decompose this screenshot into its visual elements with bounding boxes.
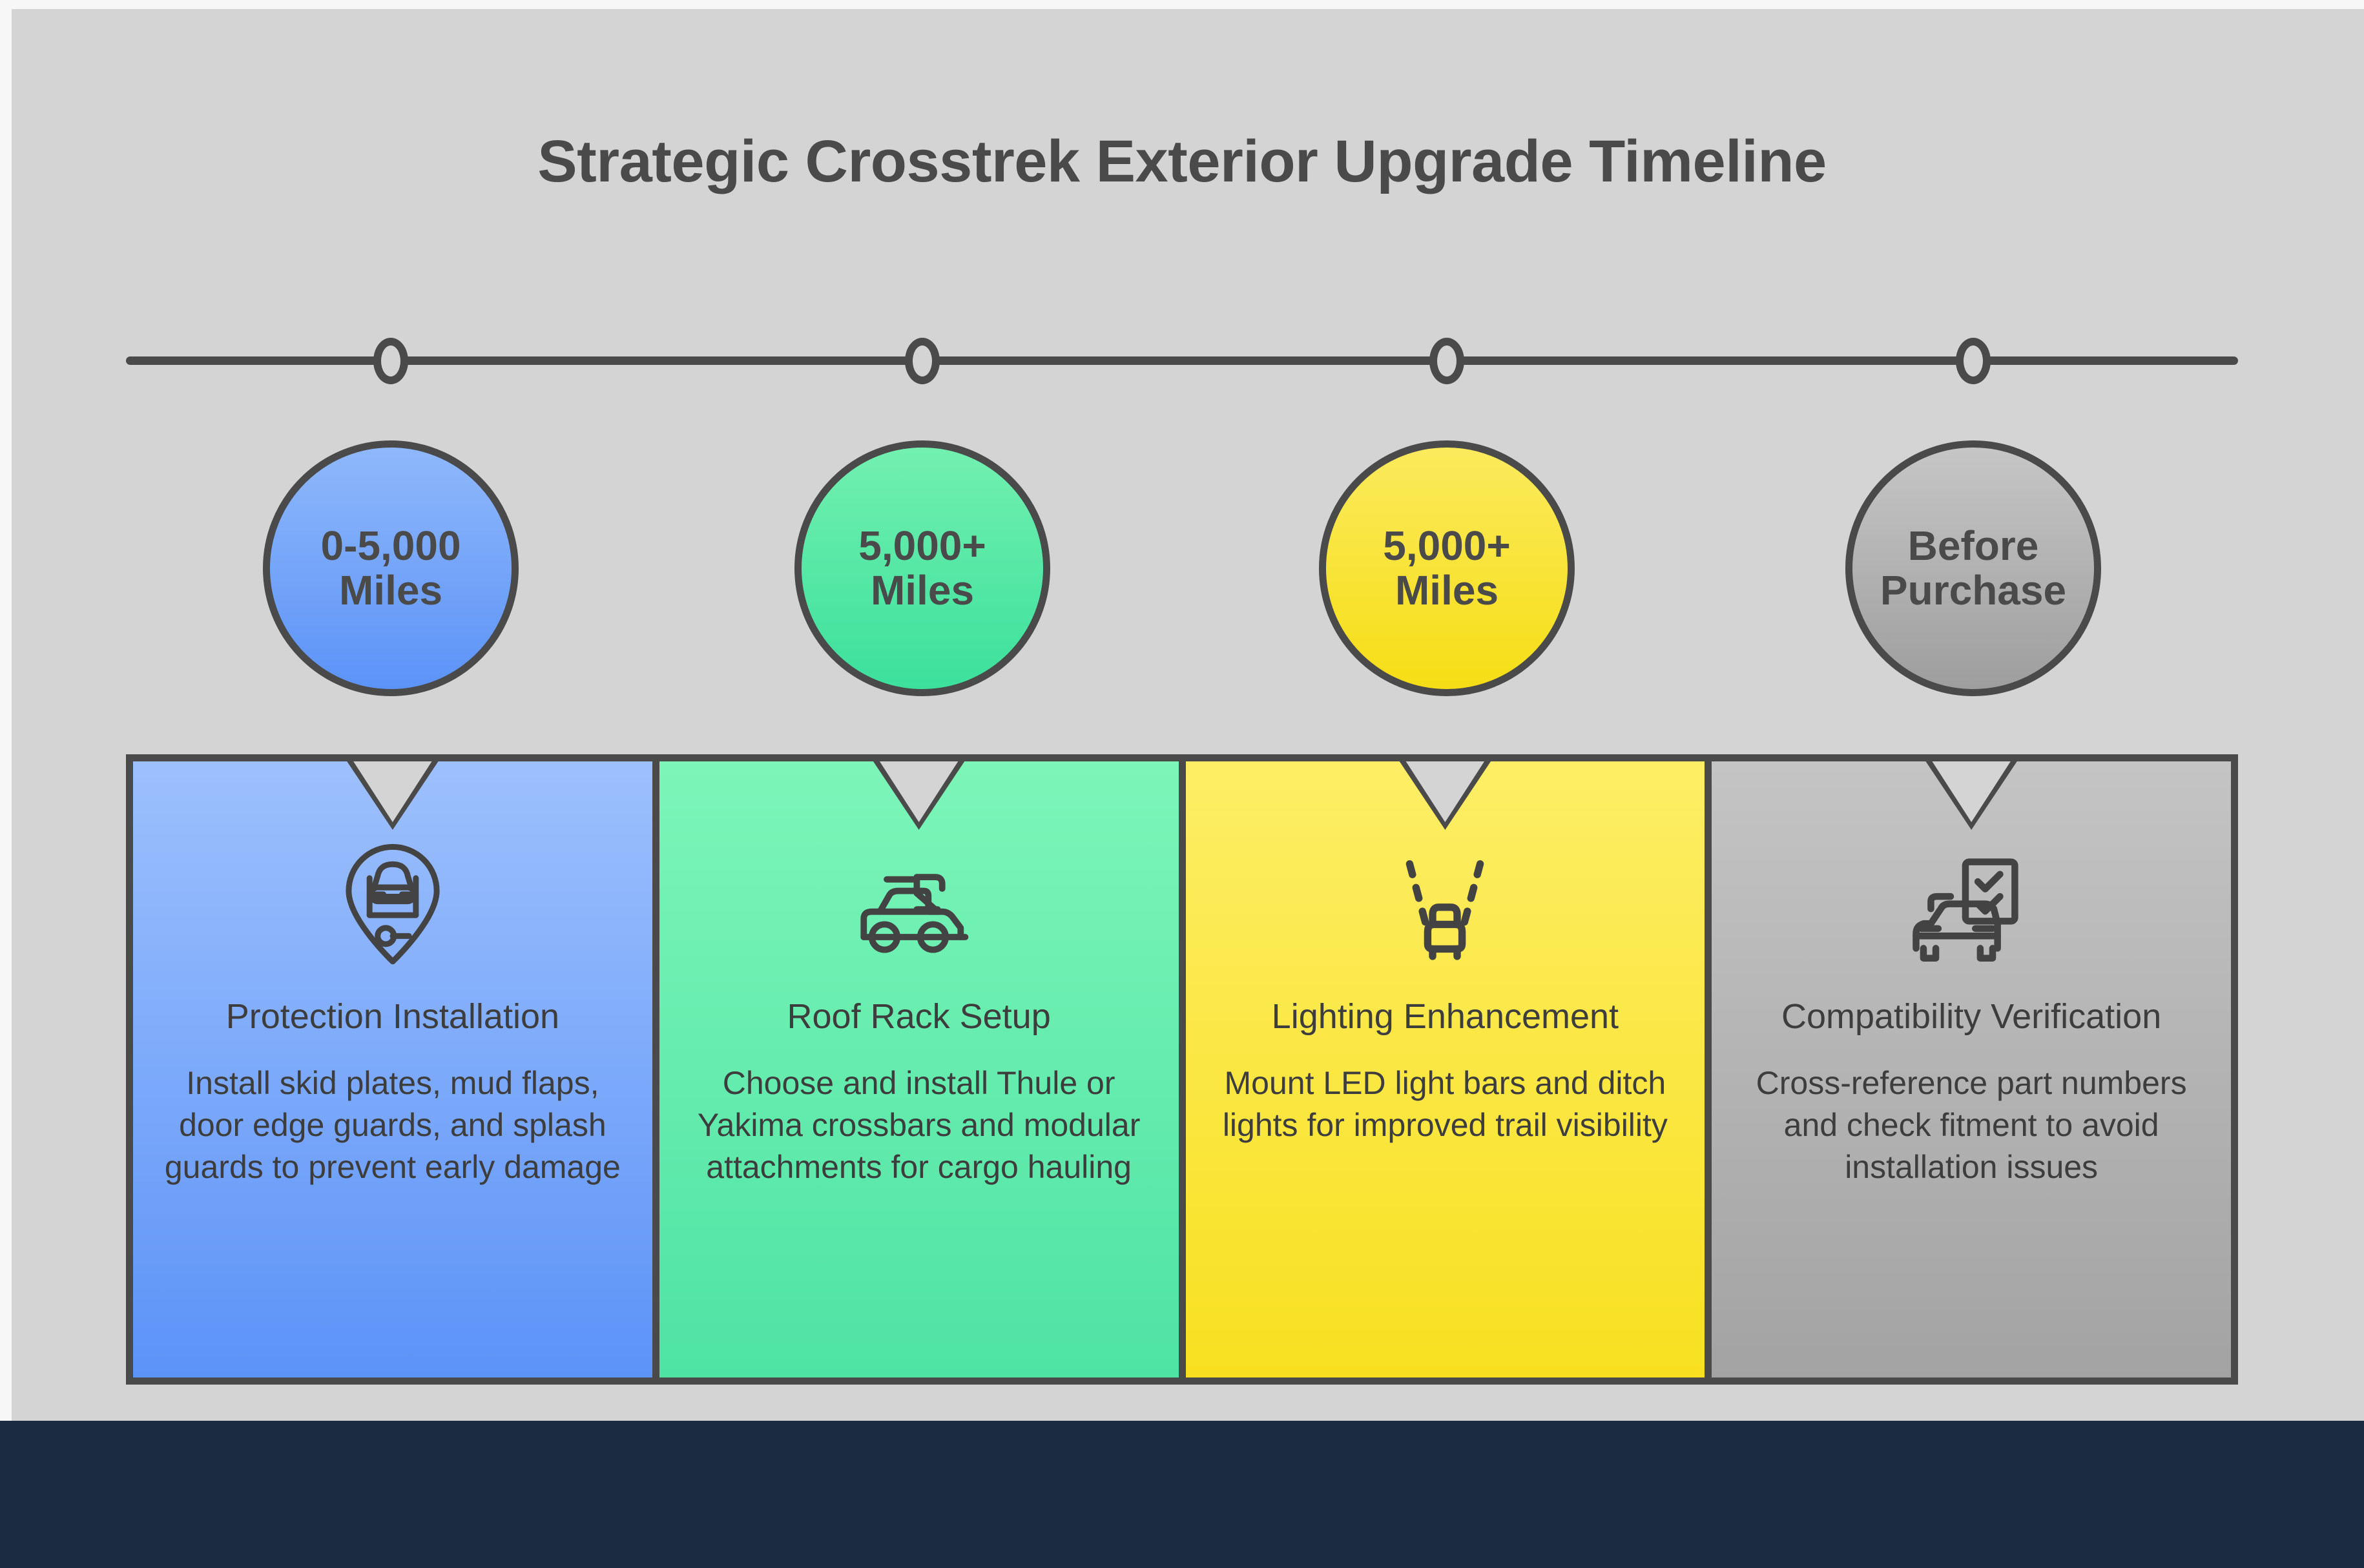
milestone-badge-3[interactable]: 5,000+ Miles [1319, 440, 1575, 696]
car-headlight-beams-icon [1377, 840, 1513, 969]
badge-line-1: 5,000+ [858, 522, 986, 569]
badge-line-1: 5,000+ [1383, 522, 1511, 569]
page-title: Strategic Crosstrek Exterior Upgrade Tim… [537, 129, 1827, 194]
card-title: Protection Installation [225, 997, 560, 1036]
footer-band [0, 1421, 2364, 1568]
timeline-rail [126, 356, 2238, 365]
milestone-card-strip: Protection Installation Install skid pla… [126, 754, 2238, 1385]
car-roof-rack-icon [851, 840, 987, 969]
card-notch [1931, 761, 2012, 822]
badge-line-1: Before [1907, 522, 2039, 569]
milestone-card-3[interactable]: Lighting Enhancement Mount LED light bar… [1185, 761, 1705, 1377]
timeline-node-2 [905, 338, 940, 384]
badge-line-1: 0-5,000 [320, 522, 461, 569]
card-notch [878, 761, 959, 822]
badge-line-2: Miles [1395, 567, 1499, 614]
card-description: Choose and install Thule or Yakima cross… [697, 1065, 1141, 1186]
milestone-badge-1[interactable]: 0-5,000 Miles [263, 440, 519, 696]
milestone-card-4[interactable]: Compatibility Verification Cross-referen… [1712, 761, 2231, 1377]
card-title: Lighting Enhancement [1271, 997, 1619, 1036]
badge-line-2: Miles [870, 567, 975, 614]
card-description: Install skid plates, mud flaps, door edg… [164, 1065, 621, 1186]
milestone-card-2[interactable]: Roof Rack Setup Choose and install Thule… [659, 761, 1179, 1377]
card-description: Cross-reference part numbers and check f… [1756, 1065, 2187, 1186]
milestone-badge-label-1: 0-5,000 Miles [311, 522, 470, 614]
milestone-badge-label-3: 5,000+ Miles [1374, 522, 1520, 614]
car-lift-pin-icon [325, 840, 461, 969]
card-notch [1405, 761, 1486, 822]
badge-line-2: Purchase [1880, 567, 2067, 614]
milestone-badge-4[interactable]: Before Purchase [1845, 440, 2101, 696]
milestone-card-1[interactable]: Protection Installation Install skid pla… [133, 761, 652, 1377]
timeline-node-4 [1956, 338, 1991, 384]
car-checklist-icon [1903, 840, 2039, 969]
milestone-badge-2[interactable]: 5,000+ Miles [794, 440, 1050, 696]
card-title: Roof Rack Setup [787, 997, 1051, 1036]
card-title: Compatibility Verification [1781, 997, 2162, 1036]
badge-line-2: Miles [338, 567, 443, 614]
timeline-node-3 [1429, 338, 1464, 384]
milestone-badge-label-4: Before Purchase [1871, 522, 2075, 614]
card-description: Mount LED light bars and ditch lights fo… [1222, 1065, 1668, 1144]
card-notch [352, 761, 433, 822]
timeline-node-1 [373, 338, 408, 384]
milestone-badge-label-2: 5,000+ Miles [849, 522, 995, 614]
